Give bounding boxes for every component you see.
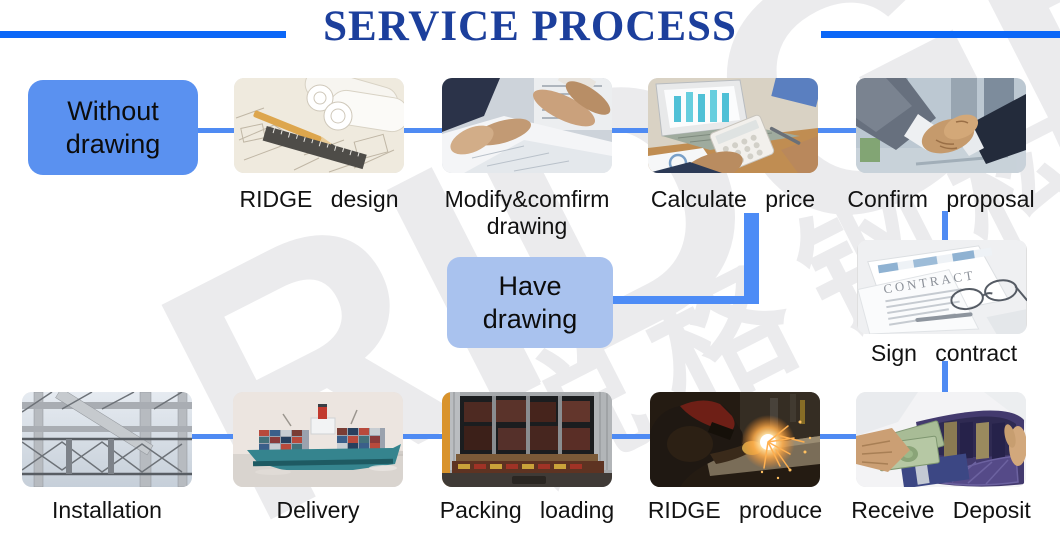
connector-modify-to-calculate bbox=[612, 128, 648, 133]
confirm-proposal-illustration bbox=[856, 78, 1026, 173]
without-drawing-label: Without drawing bbox=[65, 95, 161, 159]
modify-confirm-illustration bbox=[442, 78, 612, 173]
have-drawing-label: Have drawing bbox=[482, 270, 578, 334]
sign-contract-illustration: CONTRACT bbox=[857, 240, 1027, 334]
modify-confirm-label: Modify&comfirm drawing bbox=[444, 186, 610, 240]
delivery-label: Delivery bbox=[276, 497, 360, 523]
modify-confirm-photo bbox=[442, 78, 612, 173]
confirm-proposal-label: Confirm proposal bbox=[847, 186, 1035, 212]
installation-label: Installation bbox=[52, 497, 162, 523]
calculate-price-label: Calculate price bbox=[650, 186, 816, 212]
without-drawing-node: Without drawing bbox=[28, 80, 198, 175]
sign-contract-photo: CONTRACT bbox=[857, 240, 1027, 334]
connector-produce-to-packing bbox=[612, 434, 650, 439]
connector-have-elbow-horizontal bbox=[613, 296, 759, 304]
connector-calculate-elbow-vertical bbox=[744, 213, 759, 304]
connector-delivery-to-installation bbox=[192, 434, 233, 439]
receive-deposit-photo bbox=[856, 392, 1026, 487]
confirm-proposal-photo bbox=[856, 78, 1026, 173]
calculate-price-illustration bbox=[648, 78, 818, 173]
connector-calculate-to-confirm bbox=[818, 128, 856, 133]
ridge-design-photo bbox=[234, 78, 404, 173]
ridge-design-label: RIDGE design bbox=[239, 186, 399, 212]
packing-loading-photo bbox=[442, 392, 612, 487]
sign-contract-label: Sign contract bbox=[870, 340, 1018, 366]
connector-confirm-to-sign bbox=[942, 211, 948, 240]
connector-packing-to-delivery bbox=[403, 434, 442, 439]
connector-deposit-to-produce bbox=[820, 434, 856, 439]
packing-loading-illustration bbox=[442, 392, 612, 487]
receive-deposit-illustration bbox=[856, 392, 1026, 487]
packing-loading-label: Packing loading bbox=[439, 497, 615, 523]
ridge-produce-illustration bbox=[650, 392, 820, 487]
ridge-produce-photo bbox=[650, 392, 820, 487]
delivery-photo bbox=[233, 392, 403, 487]
title-rule-right bbox=[821, 31, 1060, 38]
receive-deposit-label: Receive Deposit bbox=[851, 497, 1031, 523]
installation-photo bbox=[22, 392, 192, 487]
calculate-price-photo bbox=[648, 78, 818, 173]
connector-design-to-modify bbox=[404, 128, 442, 133]
have-drawing-node: Have drawing bbox=[447, 257, 613, 348]
ridge-design-illustration bbox=[234, 78, 404, 173]
title-rule-left bbox=[0, 31, 286, 38]
delivery-illustration bbox=[233, 392, 403, 487]
ridge-produce-label: RIDGE produce bbox=[647, 497, 823, 523]
connector-without-to-design bbox=[198, 128, 234, 133]
connector-sign-to-deposit bbox=[942, 361, 948, 392]
page-title: SERVICE PROCESS bbox=[323, 3, 737, 50]
installation-illustration bbox=[22, 392, 192, 487]
